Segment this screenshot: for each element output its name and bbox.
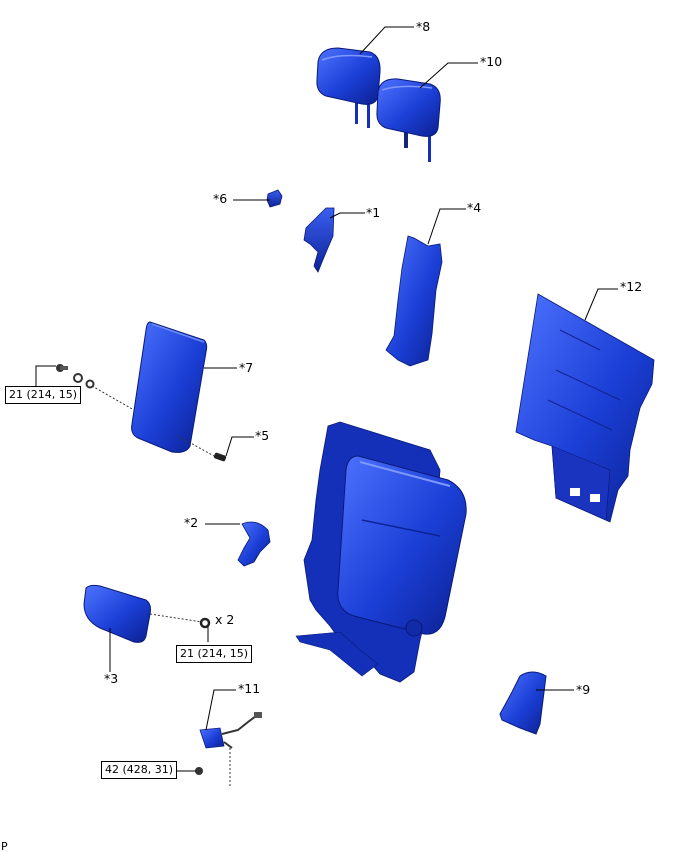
cushion-pad-part-7 [131,321,208,453]
headrest-part-8 [316,47,381,128]
torque-box-2: 21 (214, 15) [176,645,253,663]
callout-9: *9 [576,682,591,697]
side-panel-part-4 [385,235,443,367]
lower-trim-part-3 [83,584,151,643]
seat-assembly [295,421,467,683]
back-board-part-12 [515,293,655,523]
footer-code: P [1,840,8,852]
nut-x2 [199,617,211,629]
quantity-label: x 2 [215,612,235,627]
callout-10: *10 [480,54,503,69]
callout-11: *11 [238,681,261,696]
callout-6: *6 [213,191,228,206]
callout-8: *8 [416,19,431,34]
fasteners-group-1 [56,364,95,389]
callout-12: *12 [620,279,643,294]
callout-4: *4 [467,200,482,215]
torque-box-3: 42 (428, 31) [101,761,178,779]
bolt-torque-3 [195,767,203,775]
callout-2: *2 [184,515,199,530]
trim-part-2 [237,521,271,567]
callout-7: *7 [239,360,254,375]
callout-1: *1 [366,205,381,220]
dashed-lines [91,385,231,788]
callout-3: *3 [104,671,119,686]
headrest-part-10 [376,78,441,162]
callout-5: *5 [255,428,270,443]
side-cover-part-9 [499,671,547,735]
clip-part-6 [266,189,283,208]
bolt-part-5 [213,452,227,462]
torque-box-1: 21 (214, 15) [5,386,82,404]
buckle-part-11 [199,712,262,749]
bracket-part-1 [303,207,335,273]
